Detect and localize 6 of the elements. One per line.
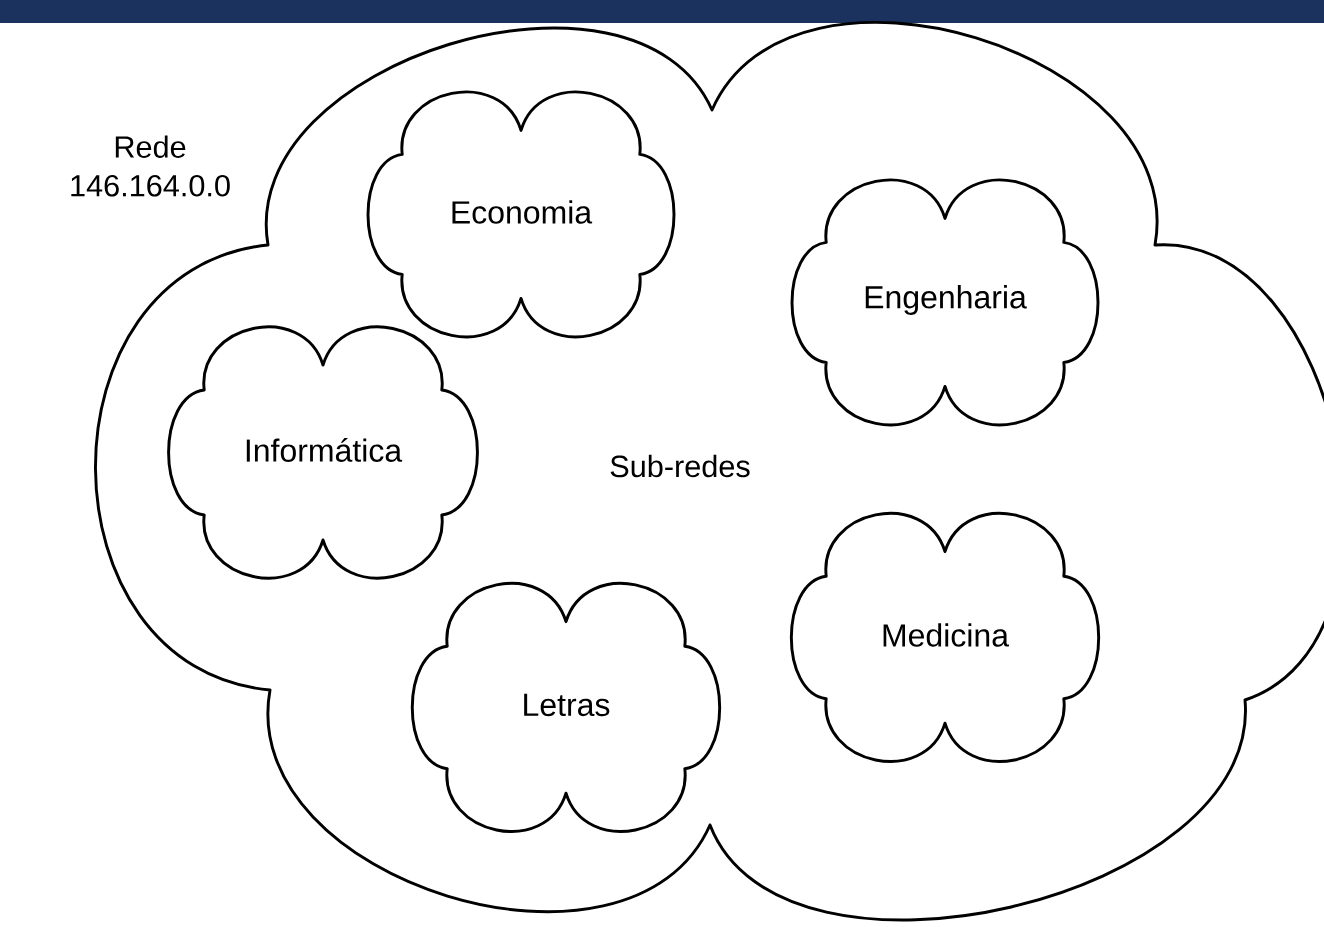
- subnet-cloud: Medicina: [789, 511, 1101, 763]
- subnet-cloud: Engenharia: [790, 178, 1100, 427]
- network-label: Rede 146.164.0.0: [71, 135, 230, 197]
- subnet-cloud: Informática: [167, 325, 479, 580]
- subnet-cloud: Economia: [366, 90, 676, 339]
- subnet-cloud: Letras: [410, 581, 722, 833]
